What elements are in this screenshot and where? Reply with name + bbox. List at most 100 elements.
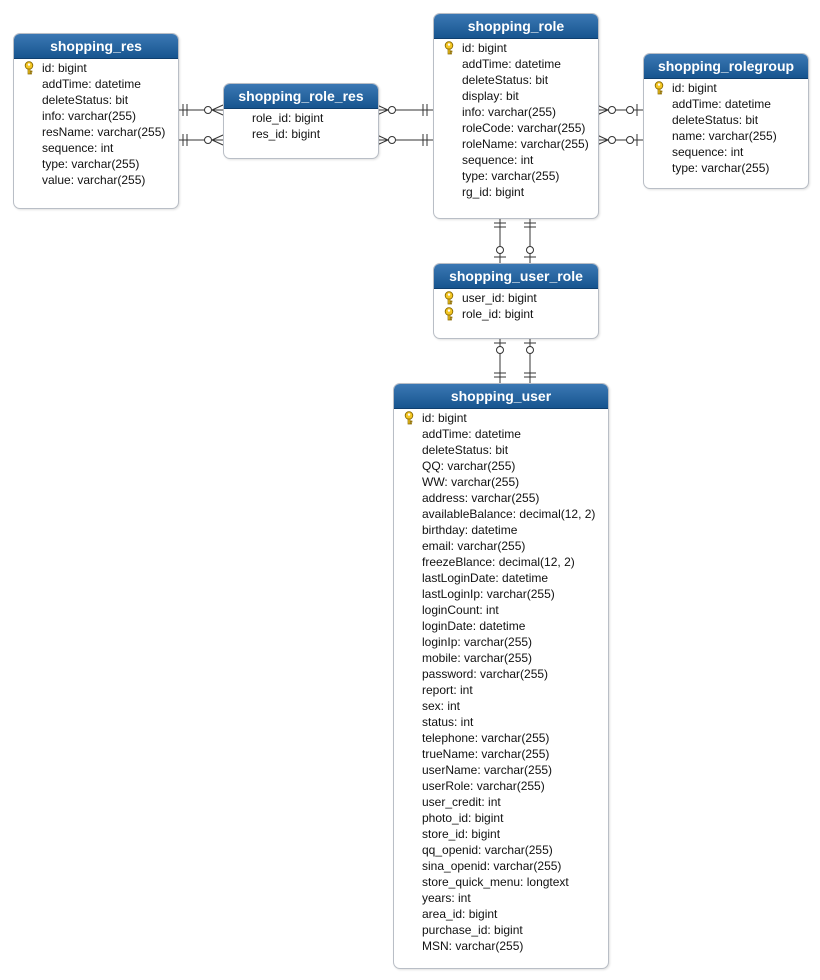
- field: email: varchar(255): [394, 538, 608, 554]
- field-text: type: varchar(255): [672, 161, 770, 175]
- key-icon: [444, 291, 454, 305]
- field-text: type: varchar(255): [42, 157, 140, 171]
- field: address: varchar(255): [394, 490, 608, 506]
- field-text: id: bigint: [672, 81, 717, 95]
- field-text: qq_openid: varchar(255): [422, 843, 553, 857]
- field: deleteStatus: bit: [644, 112, 808, 128]
- relationship-shopping-res-to-shopping-role-res: [177, 134, 224, 146]
- primary-key-field: role_id: bigint: [434, 306, 598, 322]
- field-text: area_id: bigint: [422, 907, 498, 921]
- field-text: addTime: datetime: [422, 427, 521, 441]
- relationship-shopping-user-role-to-shopping-user: [524, 337, 536, 383]
- field: status: int: [394, 714, 608, 730]
- field: res_id: bigint: [224, 126, 378, 142]
- relationship-shopping-role-res-to-shopping-role: [376, 134, 433, 146]
- field-text: info: varchar(255): [42, 109, 137, 123]
- field-text: store_quick_menu: longtext: [422, 875, 569, 889]
- field-text: password: varchar(255): [422, 667, 549, 681]
- field-text: lastLoginIp: varchar(255): [422, 587, 555, 601]
- field-text: res_id: bigint: [252, 127, 321, 141]
- field-text: QQ: varchar(255): [422, 459, 516, 473]
- field-text: mobile: varchar(255): [422, 651, 533, 665]
- primary-key-field: id: bigint: [644, 80, 808, 96]
- relationship-shopping-role-to-shopping-rolegroup: [596, 134, 643, 146]
- field: store_id: bigint: [394, 826, 608, 842]
- field: birthday: datetime: [394, 522, 608, 538]
- field-text: userRole: varchar(255): [422, 779, 545, 793]
- key-icon: [654, 81, 664, 95]
- field: loginIp: varchar(255): [394, 634, 608, 650]
- field: freezeBlance: decimal(12, 2): [394, 554, 608, 570]
- field: deleteStatus: bit: [394, 442, 608, 458]
- field: sex: int: [394, 698, 608, 714]
- entity-title: shopping_role: [434, 14, 598, 39]
- field-text: userName: varchar(255): [422, 763, 553, 777]
- relationship-shopping-role-res-to-shopping-role: [376, 104, 433, 116]
- field-text: birthday: datetime: [422, 523, 518, 537]
- field: rg_id: bigint: [434, 184, 598, 200]
- field-text: lastLoginDate: datetime: [422, 571, 549, 585]
- field-text: deleteStatus: bit: [462, 73, 549, 87]
- field-text: loginIp: varchar(255): [422, 635, 533, 649]
- field-text: sequence: int: [672, 145, 744, 159]
- relationship-shopping-user-role-to-shopping-user: [494, 337, 506, 383]
- primary-key-field: id: bigint: [14, 60, 178, 76]
- field: addTime: datetime: [644, 96, 808, 112]
- field: trueName: varchar(255): [394, 746, 608, 762]
- field-text: addTime: datetime: [42, 77, 141, 91]
- key-icon: [444, 41, 454, 55]
- field-text: id: bigint: [462, 41, 507, 55]
- field-text: deleteStatus: bit: [672, 113, 759, 127]
- field: display: bit: [434, 88, 598, 104]
- field-text: trueName: varchar(255): [422, 747, 550, 761]
- field-text: address: varchar(255): [422, 491, 540, 505]
- field: sina_openid: varchar(255): [394, 858, 608, 874]
- field: deleteStatus: bit: [14, 92, 178, 108]
- field: report: int: [394, 682, 608, 698]
- field-text: availableBalance: decimal(12, 2): [422, 507, 596, 521]
- entity-title: shopping_user: [394, 384, 608, 409]
- field-text: sequence: int: [42, 141, 114, 155]
- field: availableBalance: decimal(12, 2): [394, 506, 608, 522]
- field: userName: varchar(255): [394, 762, 608, 778]
- field: purchase_id: bigint: [394, 922, 608, 938]
- field: loginDate: datetime: [394, 618, 608, 634]
- field-text: purchase_id: bigint: [422, 923, 523, 937]
- field-text: info: varchar(255): [462, 105, 557, 119]
- field-text: MSN: varchar(255): [422, 939, 524, 953]
- relationship-shopping-res-to-shopping-role-res: [177, 104, 224, 116]
- field: type: varchar(255): [14, 156, 178, 172]
- field: area_id: bigint: [394, 906, 608, 922]
- relationship-shopping-role-to-shopping-user-role: [494, 217, 506, 263]
- field: loginCount: int: [394, 602, 608, 618]
- field: telephone: varchar(255): [394, 730, 608, 746]
- field-text: sex: int: [422, 699, 461, 713]
- key-icon: [24, 61, 34, 75]
- key-icon: [404, 411, 414, 425]
- field-text: type: varchar(255): [462, 169, 560, 183]
- field-text: role_id: bigint: [462, 307, 534, 321]
- field: roleName: varchar(255): [434, 136, 598, 152]
- field: photo_id: bigint: [394, 810, 608, 826]
- primary-key-field: user_id: bigint: [434, 290, 598, 306]
- field-text: user_credit: int: [422, 795, 501, 809]
- field: WW: varchar(255): [394, 474, 608, 490]
- entity-shopping-role[interactable]: shopping_role id: bigint addTime: datetime…: [433, 13, 599, 219]
- field: password: varchar(255): [394, 666, 608, 682]
- field-text: addTime: datetime: [462, 57, 561, 71]
- field: addTime: datetime: [394, 426, 608, 442]
- field: MSN: varchar(255): [394, 938, 608, 954]
- field-text: loginCount: int: [422, 603, 499, 617]
- field: addTime: datetime: [434, 56, 598, 72]
- field: addTime: datetime: [14, 76, 178, 92]
- field-text: roleCode: varchar(255): [462, 121, 586, 135]
- entity-title: shopping_user_role: [434, 264, 598, 289]
- entity-title: shopping_rolegroup: [644, 54, 808, 79]
